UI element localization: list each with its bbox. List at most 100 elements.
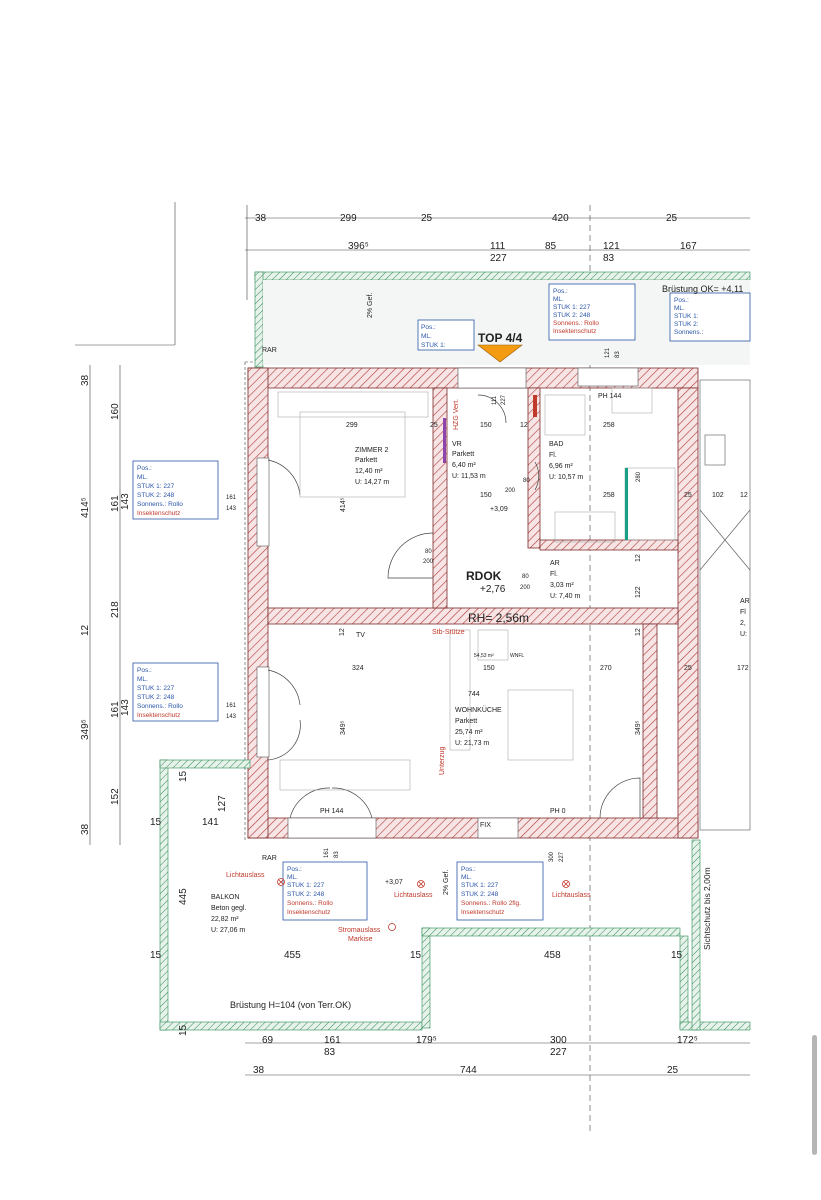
lichtauslass-left: Lichtauslass bbox=[226, 872, 265, 879]
dim-balcony: 15 bbox=[178, 1024, 189, 1036]
dim-int: 102 bbox=[712, 492, 724, 499]
ph-144-top: PH 144 bbox=[598, 393, 621, 400]
dim-top: 299 bbox=[340, 213, 357, 224]
dim-bottom: 300 bbox=[550, 1035, 567, 1046]
balkon-name: BALKON bbox=[211, 894, 239, 901]
wb-line: Insektenschutz bbox=[461, 909, 504, 916]
dim-balcony: 141 bbox=[202, 817, 219, 828]
room-zimmer: ZIMMER 2 Parkett 12,40 m² U: 14,27 m bbox=[355, 447, 389, 486]
dim-int: 349⁵ bbox=[635, 720, 642, 735]
ph-0: PH 0 bbox=[550, 808, 566, 815]
dim-int: Fl bbox=[740, 609, 746, 616]
dim-top: 38 bbox=[255, 213, 267, 224]
zimmer-area: 12,40 m² bbox=[355, 468, 383, 475]
dim-balcony: 15 bbox=[410, 950, 422, 961]
rdok-value: +2,76 bbox=[480, 584, 506, 595]
window-box-frames bbox=[132, 283, 751, 921]
wb-line: Insektenschutz bbox=[137, 510, 180, 517]
wb-line: STUK 2: 248 bbox=[553, 312, 591, 319]
wb-line: STUK 1: bbox=[421, 342, 446, 349]
window-box-left-lower: Pos.: ML. STUK 1: 227 STUK 2: 248 Sonnen… bbox=[137, 667, 183, 719]
ar-name: AR bbox=[550, 560, 560, 567]
lichtauslass-icons bbox=[277, 878, 570, 931]
wb-line: Sonnens.: Rollo bbox=[137, 501, 183, 508]
wb-line: STUK 1: 227 bbox=[287, 882, 325, 889]
ph-144-bottom: PH 144 bbox=[320, 808, 343, 815]
window-box-top-right: Pos.: ML. STUK 1: STUK 2: Sonnens.: bbox=[674, 297, 703, 336]
bruestung-top: Brüstung OK= +4,11 bbox=[662, 284, 743, 294]
level-307: +3,07 bbox=[385, 879, 403, 886]
wb-line: STUK 2: 248 bbox=[137, 492, 175, 499]
bad-area: 6,96 m² bbox=[549, 463, 573, 470]
dim-int: 80 bbox=[523, 478, 530, 484]
dim-int: 200 bbox=[520, 585, 531, 591]
dim-left: 414⁵ bbox=[80, 497, 91, 518]
wb-line: ML. bbox=[137, 676, 148, 683]
wb-line: Insektenschutz bbox=[553, 328, 596, 335]
balkon-perimeter: U: 27,06 m bbox=[211, 927, 245, 934]
wb-line: STUK 2: bbox=[674, 321, 699, 328]
dim-left: 143 bbox=[120, 493, 131, 510]
wb-line: Sonnens.: Rollo bbox=[287, 900, 333, 907]
wnfl-label: WNFL bbox=[510, 653, 524, 659]
dim-bottom: 179⁵ bbox=[416, 1035, 437, 1046]
dim-bottom: 161 bbox=[324, 1035, 341, 1046]
dim-left: 152 bbox=[110, 788, 121, 805]
dims-interior: 299 25 150 12 258 150 200 80 258 102 12 … bbox=[226, 347, 750, 862]
dim-bottom: 38 bbox=[253, 1065, 265, 1076]
dim-int: 280 bbox=[636, 471, 642, 482]
lichtauslass-mid: Lichtauslass bbox=[394, 892, 433, 899]
dim-bottom: 227 bbox=[550, 1047, 567, 1058]
dim-int: 12 bbox=[520, 422, 528, 429]
wb-line: Sonnens.: Rollo 2flg. bbox=[461, 900, 521, 907]
wb-line: Pos.: bbox=[137, 667, 152, 674]
scrollbar[interactable] bbox=[812, 1035, 817, 1155]
dim-int: 414⁵ bbox=[340, 497, 347, 512]
dim-left: 160 bbox=[110, 403, 121, 420]
window-box-top-bath: Pos.: ML. STUK 1: 227 STUK 2: 248 Sonnen… bbox=[553, 288, 599, 335]
dim-int: 150 bbox=[480, 422, 492, 429]
dim-int: 12 bbox=[635, 554, 642, 562]
wohn-perimeter: U: 21,73 m bbox=[455, 740, 489, 747]
dim-top: 121 bbox=[603, 241, 620, 252]
walls bbox=[247, 367, 699, 839]
room-vr: VR Parkett 6,40 m² U: 11,53 m bbox=[452, 441, 486, 480]
window-box-bottom-mid: Pos.: ML. STUK 1: 227 STUK 2: 248 Sonnen… bbox=[287, 866, 333, 916]
ar-area: 3,03 m² bbox=[550, 582, 574, 589]
dim-int: 2, bbox=[740, 620, 746, 627]
zimmer-perimeter: U: 14,27 m bbox=[355, 479, 389, 486]
dims-balcony: 15 141 127 15 445 15 455 15 458 15 15 bbox=[150, 770, 683, 1036]
dim-int: 200 bbox=[505, 488, 516, 494]
wb-line: ML. bbox=[553, 296, 564, 303]
dim-int: 25 bbox=[684, 492, 692, 499]
wb-line: STUK 1: 227 bbox=[137, 685, 175, 692]
gefaelle-balcony: 2% Gef. bbox=[443, 870, 450, 895]
wb-line: STUK 2: 248 bbox=[137, 694, 175, 701]
balkon-floor: Beton gegl. bbox=[211, 905, 246, 912]
dim-top: 85 bbox=[545, 241, 557, 252]
hzg-vert: HZG Vert. bbox=[453, 399, 460, 430]
rar-top: RAR bbox=[262, 347, 277, 354]
stb-stuetze: Stb-Stütze bbox=[432, 629, 465, 636]
dim-int: 161 bbox=[226, 703, 237, 709]
dims-top: 38 299 25 420 25 396⁵ 111 85 121 167 227… bbox=[255, 213, 697, 264]
dim-int: U: bbox=[740, 631, 747, 638]
dim-int: AR bbox=[740, 598, 750, 605]
dim-int: 25 bbox=[430, 422, 438, 429]
dim-int: 161 bbox=[324, 847, 330, 858]
radiator-marks bbox=[443, 395, 628, 540]
wnfl-area: 54,53 m² bbox=[474, 653, 494, 659]
dim-balcony: 455 bbox=[284, 950, 301, 961]
dim-int: 111 bbox=[492, 395, 498, 405]
vr-perimeter: U: 11,53 m bbox=[452, 473, 486, 480]
wb-line: Sonnens.: Rollo bbox=[553, 320, 599, 327]
dim-int: 80 bbox=[425, 549, 432, 555]
wb-line: STUK 1: 227 bbox=[553, 304, 591, 311]
vr-floor: Parkett bbox=[452, 451, 474, 458]
dim-int: 270 bbox=[600, 665, 612, 672]
sichtschutz: Sichtschutz bis 2,00m bbox=[702, 867, 712, 950]
dim-left: 161 bbox=[110, 495, 121, 512]
window-box-left-upper: Pos.: ML. STUK 1: 227 STUK 2: 248 Sonnen… bbox=[137, 465, 183, 517]
dim-int: 12 bbox=[635, 628, 642, 636]
